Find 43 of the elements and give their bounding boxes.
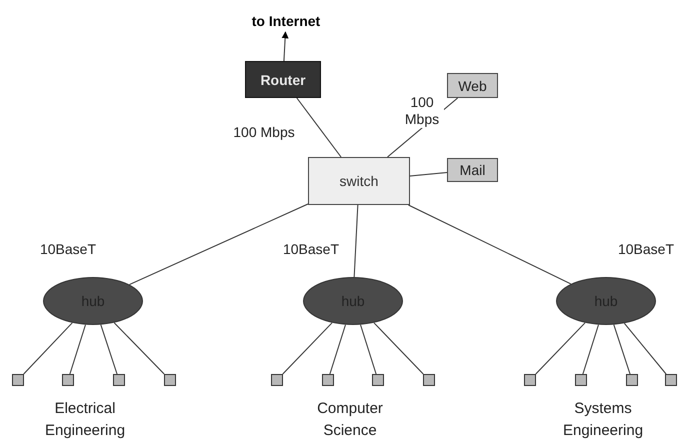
connector-line xyxy=(23,322,73,374)
connector-line xyxy=(296,98,342,158)
connector-line xyxy=(535,322,586,374)
server-box xyxy=(447,73,498,98)
connector-line xyxy=(613,324,631,374)
host-square xyxy=(626,374,638,386)
arrow xyxy=(282,31,289,62)
host-square xyxy=(62,374,74,386)
node-label: Mail xyxy=(460,162,486,178)
node-label: switch xyxy=(340,173,378,189)
node-label: Web xyxy=(458,78,487,94)
host-square xyxy=(423,374,435,386)
connector-line xyxy=(582,324,599,374)
node-label: Router xyxy=(260,72,306,88)
host-square xyxy=(271,374,283,386)
host-square xyxy=(113,374,125,386)
connector-line xyxy=(128,204,308,286)
connector-line xyxy=(408,204,572,284)
department-label: Computer Science xyxy=(316,399,384,441)
host-square xyxy=(322,374,334,386)
department-label: Systems Engineering xyxy=(562,399,644,441)
host-square xyxy=(372,374,384,386)
connector-line xyxy=(360,324,377,374)
connector-line xyxy=(329,324,346,374)
switch-box xyxy=(308,157,410,205)
destination-label: to Internet xyxy=(252,13,320,29)
connector-line xyxy=(373,322,424,374)
edge-label: 100 Mbps xyxy=(232,124,296,141)
connector-line xyxy=(410,172,448,177)
connector-line xyxy=(282,322,333,374)
server-box xyxy=(447,158,498,182)
connector-line xyxy=(354,204,358,278)
connector-line xyxy=(114,322,165,374)
connector-line xyxy=(100,324,118,374)
department-label: Electrical Engineering xyxy=(44,399,126,441)
router-box xyxy=(245,61,321,98)
connector-line xyxy=(624,322,667,374)
host-square xyxy=(575,374,587,386)
host-square xyxy=(164,374,176,386)
connector-line xyxy=(69,324,86,374)
host-square xyxy=(665,374,677,386)
host-square xyxy=(12,374,24,386)
host-square xyxy=(524,374,536,386)
